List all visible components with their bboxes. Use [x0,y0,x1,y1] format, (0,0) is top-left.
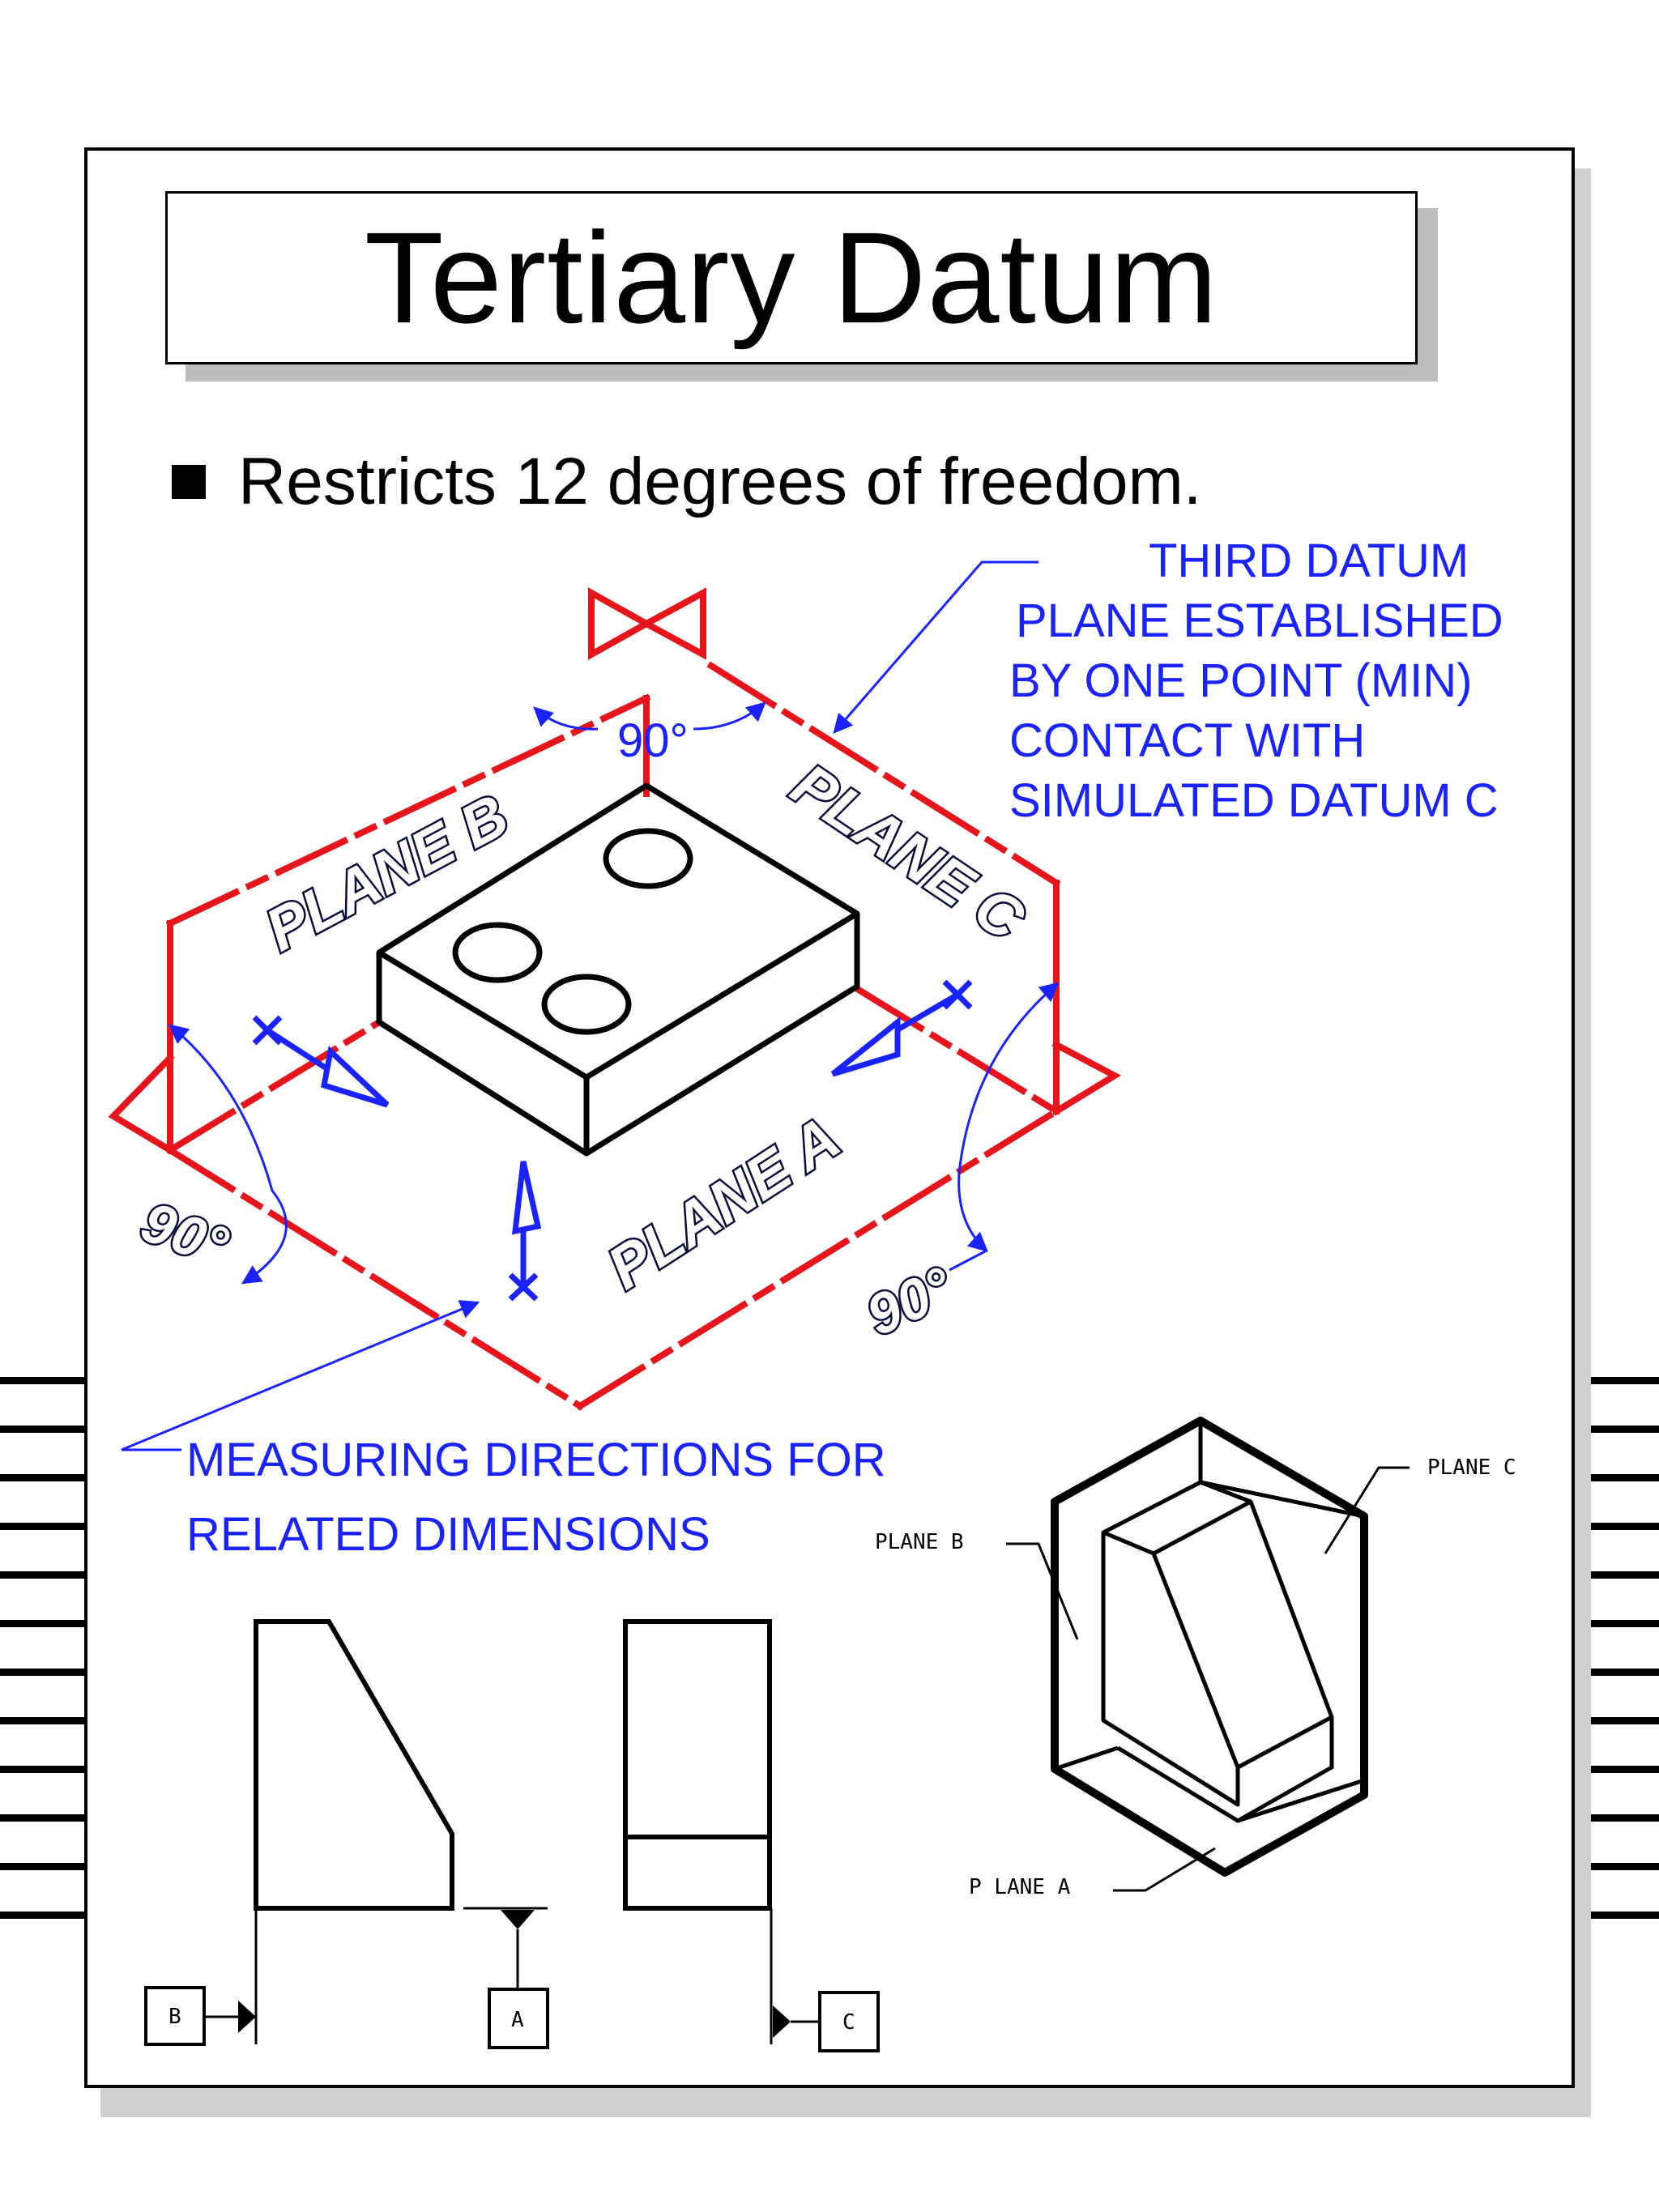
left-edge-lines [0,1377,84,1960]
datum-symbol-a: A [488,1910,549,2049]
callout-third-datum-line5: SIMULATED DATUM C [1009,774,1499,827]
page-title: Tertiary Datum [364,205,1219,350]
small-iso-view [1006,1417,1410,1892]
callout-third-datum-line1: THIRD DATUM [1149,535,1469,587]
arrow-right-head [830,1016,901,1077]
arrow-vertical-x [508,1272,539,1302]
callout-measuring-line2: RELATED DIMENSIONS [186,1508,710,1561]
leader-third-datum [833,560,1038,734]
arrow-right-x [942,979,973,1010]
plane-c-label: PLANE C [780,750,1037,953]
arc-right [957,982,1060,1252]
hole-2 [452,922,543,983]
callout-third-datum-line2: PLANE ESTABLISHED [1016,595,1503,647]
front-view-outline [254,1619,454,1911]
slide-frame [84,147,1575,2088]
angle-label-left: 90° [134,1190,237,1279]
datum-letter-b: B [168,2005,181,2029]
front-view [254,1619,548,2044]
side-view [623,1619,773,2044]
callout-third-datum-line4: CONTACT WITH [1009,714,1366,767]
plane-c-top-edge [706,661,1061,888]
top-flag-right [639,587,706,660]
datum-letter-c: C [842,2010,855,2035]
small-plane-c-label: PLANE C [1427,1455,1516,1480]
plane-a-label: PLANE A [596,1103,851,1302]
small-iso-part-slope [1151,1501,1334,1770]
hole-1 [603,828,693,889]
arc-left [168,1024,288,1285]
angle-label-right: 90° [857,1255,962,1348]
right-foot-flag [1051,1040,1122,1116]
leader-lines [121,560,1038,1451]
datum-symbol-c: C [773,1991,880,2052]
block-front-right-face [585,914,860,1156]
arc-right-tail [949,1249,987,1272]
arrow-right-shaft [889,991,959,1037]
bullet-square-icon [172,465,206,499]
angle-arcs [168,701,1060,1285]
callout-measuring-line1: MEASURING DIRECTIONS FOR [186,1434,886,1486]
datum-letter-a: A [511,2008,524,2032]
block-front-left-face [376,953,590,1157]
angle-label-top: 90° [617,714,689,767]
small-plane-a-label: P LANE A [969,1875,1071,1899]
small-iso-part-right [1236,1717,1334,1823]
block-part [376,782,860,1157]
arrow-left-head [320,1046,390,1108]
bullet-item: Restricts 12 degrees of freedom. [172,437,1202,526]
title-box: Tertiary Datum [165,191,1418,364]
measuring-arrows [252,979,973,1302]
left-foot-flag [108,1053,175,1155]
plane-b-top-edge [165,693,651,928]
arrow-vertical-head [511,1161,542,1235]
plane-a-front-left [165,1145,585,1411]
plane-b-label: PLANE B [255,781,519,964]
small-plane-b-label: PLANE B [875,1530,964,1554]
top-flag-left [588,587,654,660]
datum-symbol-b: B [144,1986,256,2046]
leader-measuring [121,1300,480,1451]
arrow-left-x [252,1015,283,1046]
arc-top-right [693,701,766,731]
side-view-outline [623,1619,772,1911]
small-iso-part-top [1101,1480,1253,1556]
bullet-text: Restricts 12 degrees of freedom. [238,445,1202,518]
small-iso-floor [1116,1745,1365,1823]
arc-top-left [533,706,599,731]
hole-3 [541,974,632,1035]
small-iso-part-front [1101,1532,1240,1807]
right-edge-lines [1575,1377,1659,1960]
callout-third-datum-line3: BY ONE POINT (MIN) [1009,654,1473,707]
